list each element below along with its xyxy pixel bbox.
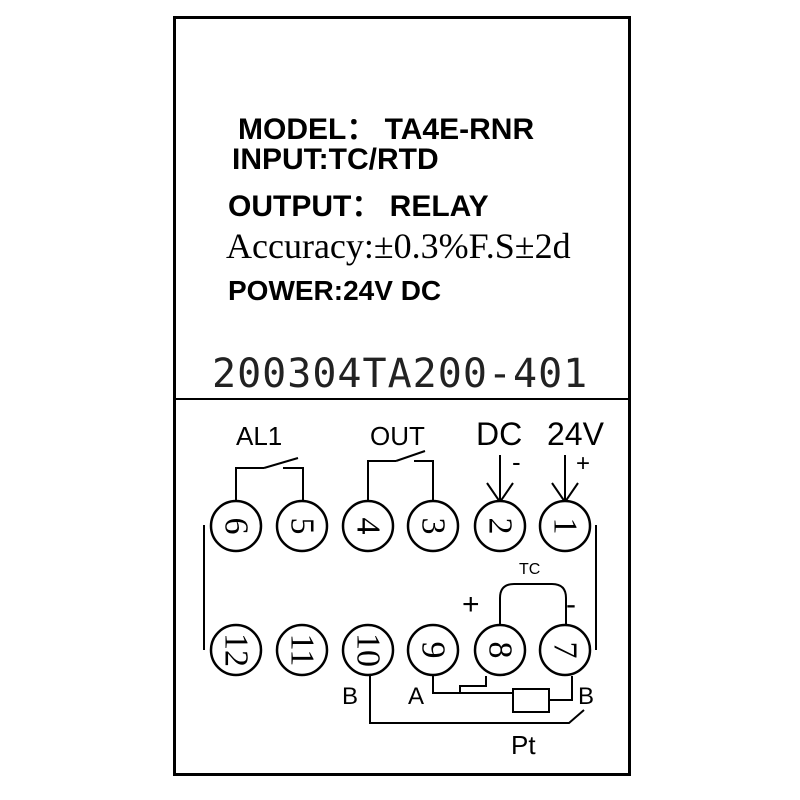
tc-plus-sign: + — [462, 588, 480, 621]
model-value: TA4E-RNR — [384, 113, 535, 146]
model-line: MODEL： TA4E-RNR — [238, 104, 534, 148]
terminal-5-number: 5 — [284, 518, 321, 535]
pt-wire-a — [432, 676, 514, 700]
out-contact-left-wire — [367, 460, 396, 501]
terminal-12-number: 12 — [218, 633, 255, 667]
al1-contact-right-wire — [283, 467, 304, 501]
tc-minus-sign: - — [566, 588, 576, 621]
terminal-2 — [473, 499, 527, 553]
al1-label: AL1 — [236, 421, 282, 451]
pt-wire-a-link — [459, 676, 487, 693]
power-line: POWER:24V DC — [228, 275, 442, 306]
terminal-6 — [209, 499, 263, 553]
label-divider — [176, 398, 628, 400]
pt-resistor-symbol — [512, 688, 550, 713]
al1-contact-switch — [263, 457, 299, 469]
out-contact-right-wire — [414, 460, 434, 501]
output-key: OUTPUT： — [228, 190, 382, 223]
24v-label: 24V — [547, 416, 605, 452]
terminal-3 — [406, 499, 460, 553]
dc-label: DC — [476, 416, 522, 452]
tc-label: TC — [519, 561, 540, 578]
accuracy-line: Accuracy:±0.3%F.S±2d — [226, 226, 571, 266]
dc-plus-sign: + — [576, 450, 590, 477]
dc-minus-sign: - — [512, 447, 521, 477]
output-line: OUTPUT： RELAY — [228, 181, 489, 225]
input-value: TC/RTD — [328, 143, 439, 176]
terminal-7-number: 7 — [547, 642, 584, 659]
terminal-12 — [209, 623, 263, 677]
dc-plus-arrow — [551, 455, 579, 504]
terminal-9-number: 9 — [415, 642, 452, 659]
out-contact-switch — [395, 450, 426, 462]
terminal-8 — [473, 623, 527, 677]
terminal-8-number: 8 — [482, 642, 519, 659]
input-key: INPUT: — [232, 143, 329, 176]
pt-wire-b-right — [549, 676, 573, 701]
terminal-10-number: 10 — [350, 633, 387, 667]
terminal-7 — [538, 623, 592, 677]
terminal-11-number: 11 — [284, 634, 321, 667]
model-key: MODEL： — [238, 113, 377, 146]
pt-a-label: A — [408, 683, 424, 710]
pt-b-right-label: B — [578, 683, 594, 710]
pt-label: Pt — [511, 730, 536, 760]
input-line: INPUT:TC/RTD — [232, 143, 439, 177]
terminal-10 — [341, 623, 395, 677]
al1-contact-left-wire — [235, 467, 264, 501]
pt-wire-b-left — [369, 676, 585, 724]
terminal-4 — [341, 499, 395, 553]
output-value: RELAY — [389, 190, 489, 223]
out-label: OUT — [370, 421, 425, 451]
terminal-6-number: 6 — [218, 518, 255, 535]
terminal-1 — [538, 499, 592, 553]
tc-loop — [499, 583, 567, 626]
pt-b-left-label: B — [342, 683, 358, 710]
terminal-4-number: 4 — [350, 518, 387, 535]
terminal-1-number: 1 — [547, 518, 584, 535]
terminal-2-number: 2 — [482, 518, 519, 535]
terminal-5 — [275, 499, 329, 553]
serial-number: 200304TA200-401 — [212, 351, 589, 397]
terminal-9 — [406, 623, 460, 677]
dc-minus-arrow — [486, 455, 514, 504]
terminal-11 — [275, 623, 329, 677]
terminal-3-number: 3 — [415, 518, 452, 535]
